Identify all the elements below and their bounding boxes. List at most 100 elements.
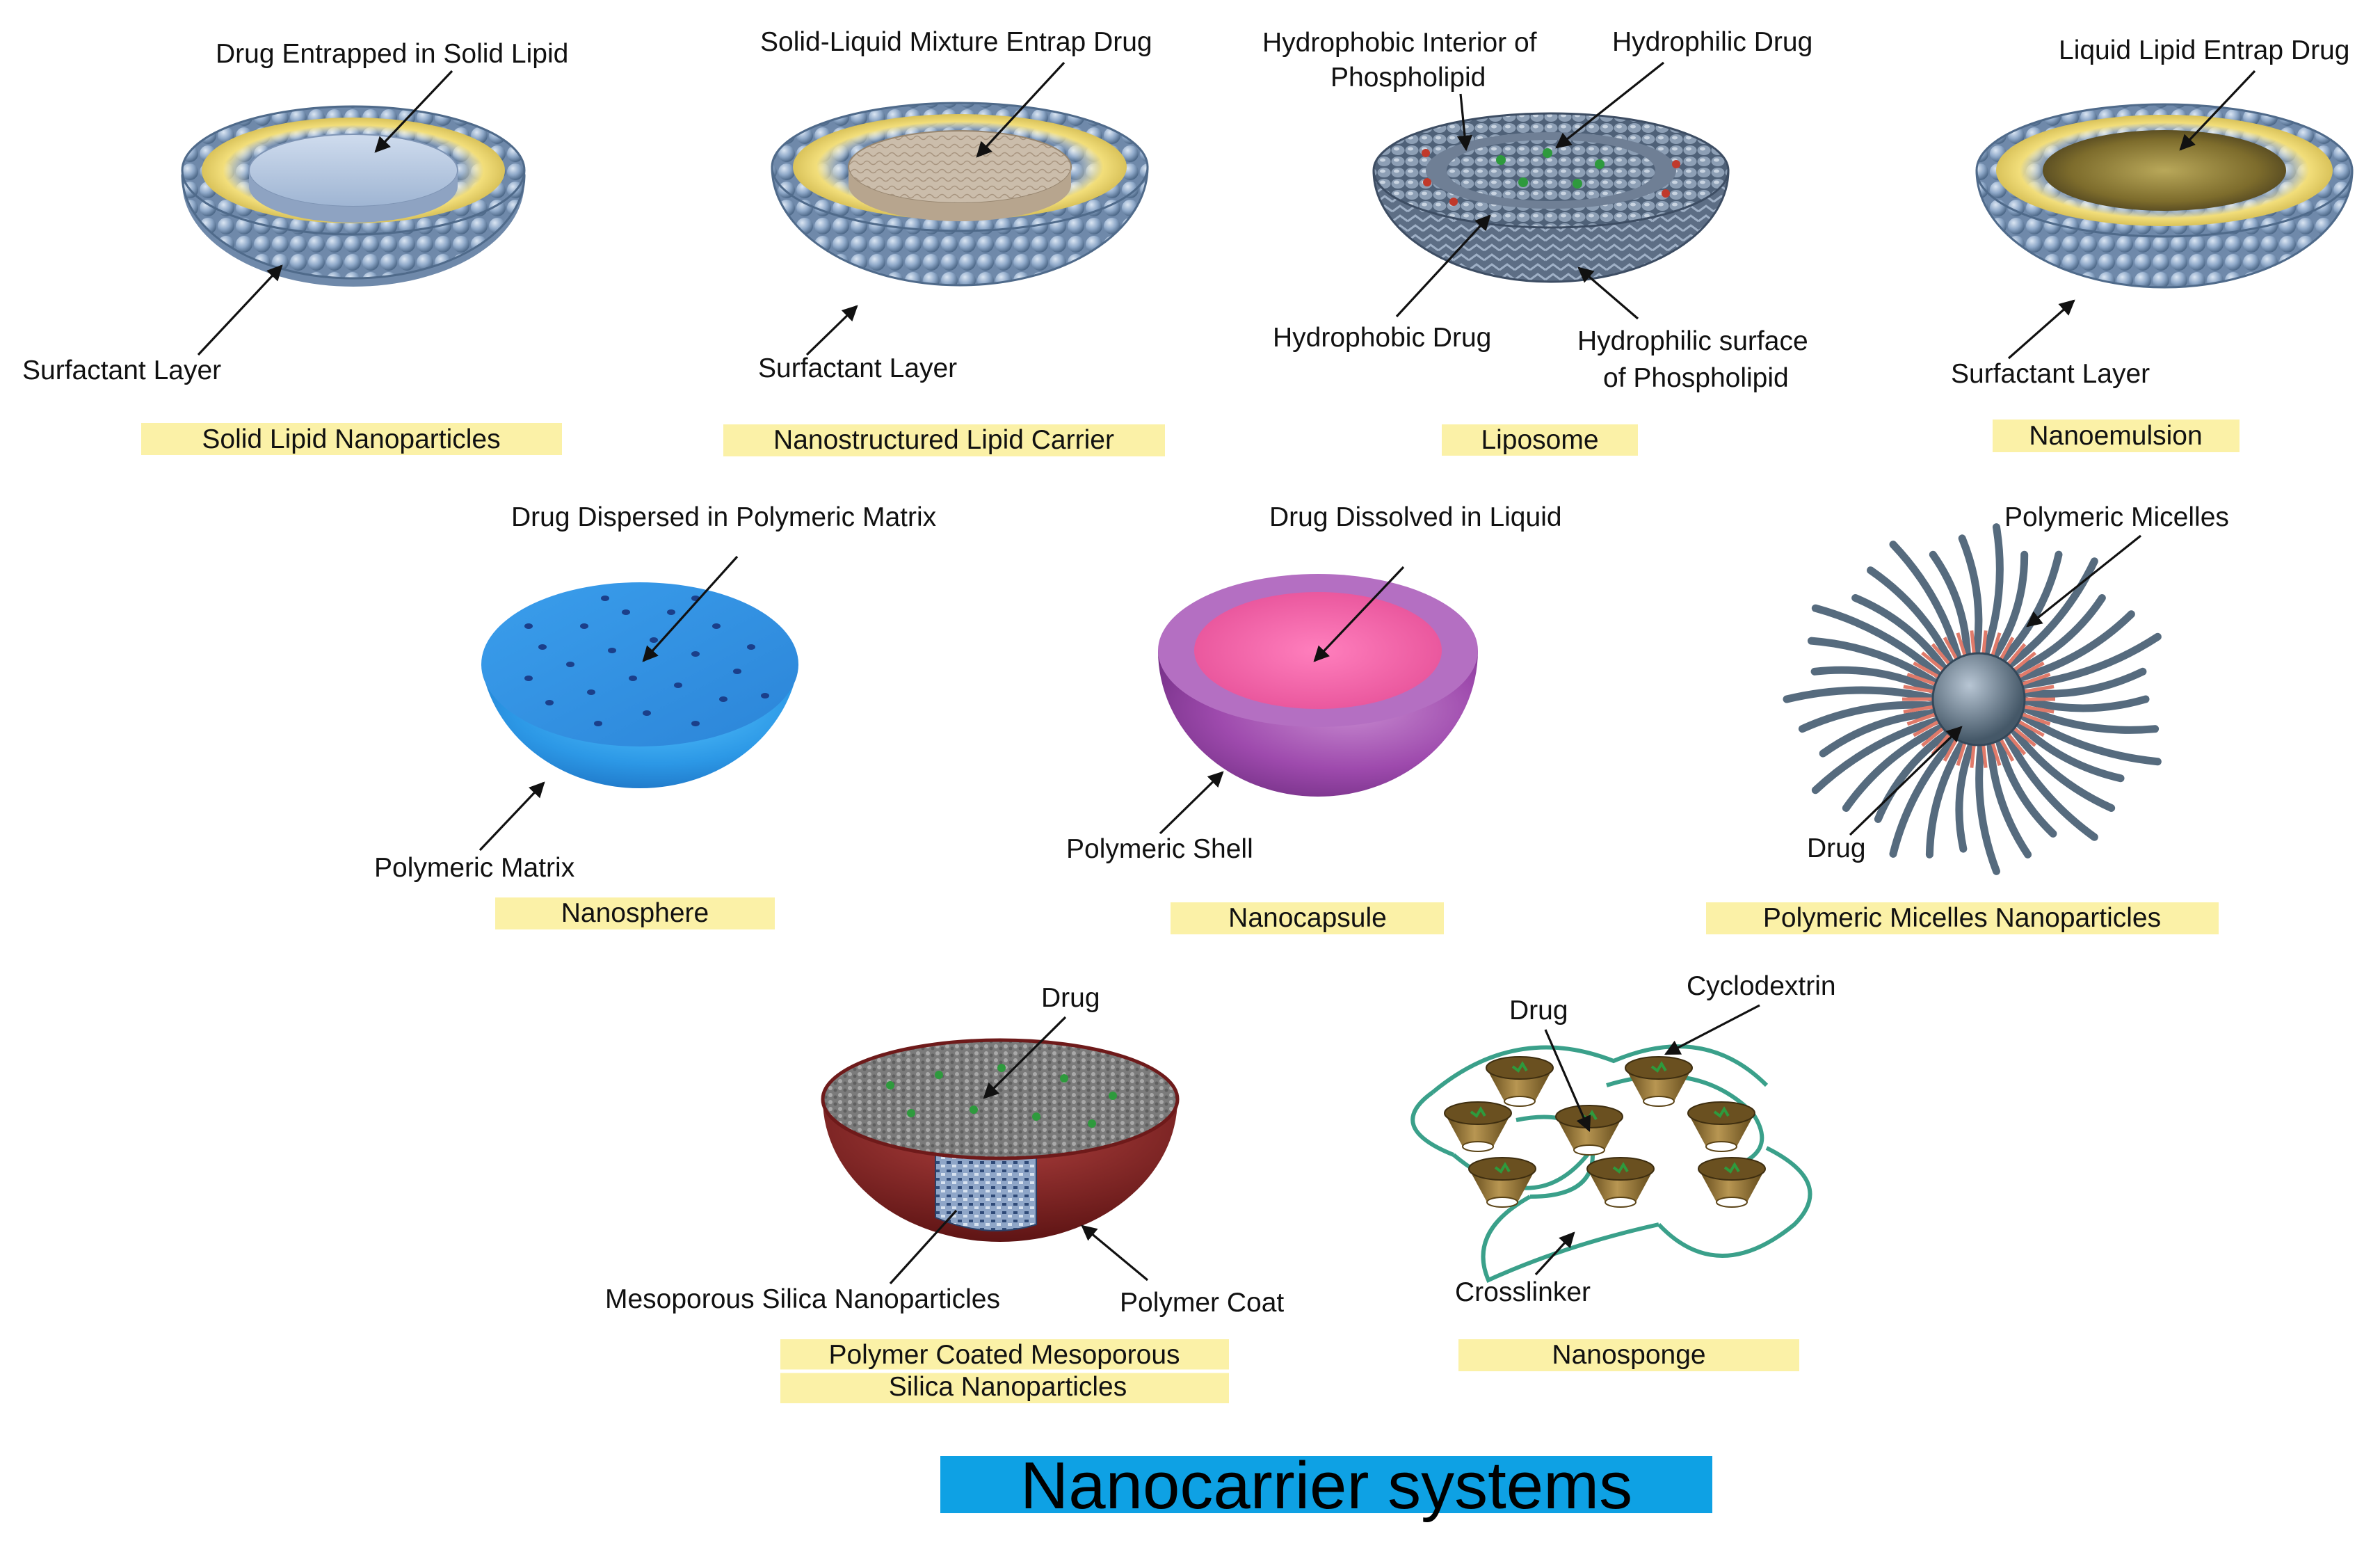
nanosphere-caption: Nanosphere xyxy=(561,898,709,928)
micelle-illustration xyxy=(1783,523,2162,875)
nanoemulsion-illustration xyxy=(1975,103,2354,289)
micelle-arm xyxy=(2010,610,2135,684)
micelle-arm xyxy=(2016,702,2160,734)
liposome-arrow-surface xyxy=(1577,266,1639,320)
silica-label-mesoporous: Mesoporous Silica Nanoparticles xyxy=(605,1284,1000,1314)
liposome-hydrophobic-drug-marks xyxy=(1422,149,1680,206)
nlc-illustration xyxy=(771,102,1149,287)
nanosponge-cyclodextrin-cups xyxy=(1444,1056,1766,1208)
micelle-arrow-drug xyxy=(1849,726,1963,836)
cyclodextrin-cup xyxy=(1586,1157,1655,1208)
micelle-arm xyxy=(1986,550,2029,667)
nanosponge-illustration xyxy=(1410,1044,1812,1284)
panel-nanosponge: Drug Cyclodextrin Crosslinker Nanosponge xyxy=(1410,971,1836,1371)
silica-caption-line-2: Silica Nanoparticles xyxy=(889,1372,1127,1402)
panel-nanosphere: Drug Dispersed in Polymeric Matrix Polym… xyxy=(374,502,937,929)
sln-label-surfactant-layer: Surfactant Layer xyxy=(22,356,221,385)
micelle-arm xyxy=(2013,632,2162,689)
micelle-arm-core-segment xyxy=(1903,685,1938,694)
micelle-arm xyxy=(1811,714,1947,795)
micelle-caption-highlight xyxy=(1706,902,2219,934)
micelle-arm-core-segment xyxy=(2019,704,2055,714)
title-banner: Nanocarrier systems xyxy=(940,1448,1712,1523)
liposome-arrow-hydrophilic xyxy=(1555,61,1664,149)
micelle-arm xyxy=(1807,637,1944,689)
nanoemulsion-label-surfactant-layer: Surfactant Layer xyxy=(1951,359,2150,389)
panel-liposome: Hydrophobic Interior of Phospholipid Hyd… xyxy=(1262,27,1812,456)
panel-polymer-coated-silica: Drug Mesoporous Silica Nanoparticles Pol… xyxy=(605,983,1284,1403)
silica-drug-dots xyxy=(886,1064,1117,1128)
silica-line-mesoporous xyxy=(889,1209,958,1285)
nanosponge-label-cyclodextrin: Cyclodextrin xyxy=(1687,971,1836,1001)
micelle-arm xyxy=(1979,523,2004,666)
micelle-arm xyxy=(1986,731,2032,859)
micelle-arm xyxy=(1867,566,1958,673)
nanosphere-illustration xyxy=(481,582,798,789)
micelle-arm xyxy=(2010,714,2125,783)
nlc-caption-highlight xyxy=(723,424,1165,456)
nanocapsule-arrow-shell xyxy=(1159,771,1224,835)
cyclodextrin-cup xyxy=(1687,1101,1755,1152)
nanosphere-label-polymeric-matrix: Polymeric Matrix xyxy=(374,853,575,883)
micelle-arm xyxy=(2013,709,2162,766)
panel-polymeric-micelles: Polymeric Micelles Drug Polymeric Micell… xyxy=(1706,502,2229,934)
nanosphere-label-drug-dispersed: Drug Dispersed in Polymeric Matrix xyxy=(511,502,937,532)
micelle-arm xyxy=(1798,701,1942,733)
nanosphere-arrow-matrix xyxy=(479,781,545,852)
liposome-label-hydrophobic-drug: Hydrophobic Drug xyxy=(1273,323,1491,353)
sln-arrow-surfactant xyxy=(197,264,283,356)
panel-nanocapsule: Drug Dissolved in Liquid Polymeric Shell… xyxy=(1066,502,1562,934)
nlc-arrow-surfactant xyxy=(805,305,858,356)
nanosphere-arrow-drug xyxy=(642,555,739,662)
nanosponge-arrow-crosslinker xyxy=(1534,1231,1575,1276)
nanocapsule-arrow-drug xyxy=(1313,566,1405,662)
micelle-arm xyxy=(2016,695,2150,712)
page-title: Nanocarrier systems xyxy=(1020,1448,1632,1523)
micelle-arm xyxy=(1925,731,1972,859)
micelle-arm xyxy=(1889,728,1964,858)
panel-nanostructured-lipid-carrier: Solid-Liquid Mixture Entrap Drug Surfact… xyxy=(723,27,1165,456)
micelle-arm xyxy=(1889,541,1964,670)
liposome-label-surface-1: Hydrophilic surface xyxy=(1577,326,1808,356)
panel-solid-lipid-nanoparticles: Drug Entrapped in Solid Lipid Surfactant… xyxy=(22,39,568,455)
liposome-label-interior-2: Phospholipid xyxy=(1330,63,1486,93)
liposome-caption-highlight xyxy=(1442,424,1638,456)
nanosponge-label-drug: Drug xyxy=(1509,996,1568,1025)
sln-caption: Solid Lipid Nanoparticles xyxy=(202,424,500,454)
nanosponge-caption: Nanosponge xyxy=(1552,1340,1705,1370)
liposome-arrow-hydrophobic xyxy=(1395,214,1491,318)
micelle-label-drug: Drug xyxy=(1807,833,1866,863)
micelle-caption: Polymeric Micelles Nanoparticles xyxy=(1763,903,2161,933)
nanosponge-arrow-cyclodextrin xyxy=(1664,1004,1760,1055)
silica-caption-line-1: Polymer Coated Mesoporous xyxy=(828,1340,1180,1370)
silica-label-drug: Drug xyxy=(1041,983,1100,1013)
liposome-hydrophilic-drug-dots xyxy=(1496,148,1605,189)
micelle-arm xyxy=(1955,733,1979,853)
nanocapsule-label-drug-dissolved: Drug Dissolved in Liquid xyxy=(1269,502,1562,532)
micelle-arrow-micelles xyxy=(2026,534,2141,628)
nlc-caption: Nanostructured Lipid Carrier xyxy=(773,425,1114,455)
nanoemulsion-caption-highlight xyxy=(1993,420,2240,452)
micelle-arm xyxy=(1819,709,1944,758)
nanoemulsion-label-liquid-lipid: Liquid Lipid Entrap Drug xyxy=(2059,35,2349,65)
liposome-label-interior-1: Hydrophobic Interior of xyxy=(1262,28,1537,58)
micelle-arm xyxy=(1842,720,1952,812)
silica-arrow-coat xyxy=(1081,1224,1149,1281)
cyclodextrin-cup xyxy=(1698,1157,1766,1208)
cyclodextrin-cup xyxy=(1468,1157,1536,1208)
micelle-arm xyxy=(2005,720,2116,812)
nanoemulsion-arrow-surfactant xyxy=(2007,299,2075,360)
sln-arrow-drug xyxy=(374,70,453,153)
micelle-arm xyxy=(1810,666,1942,696)
micelle-label-polymeric-micelles: Polymeric Micelles xyxy=(2004,502,2229,532)
liposome-illustration xyxy=(1372,112,1730,283)
nanosponge-caption-highlight xyxy=(1458,1339,1799,1371)
micelle-arm xyxy=(2000,557,2098,673)
nanocapsule-caption-highlight xyxy=(1171,902,1444,934)
cyclodextrin-cup xyxy=(1625,1056,1693,1107)
liposome-label-hydrophilic-drug: Hydrophilic Drug xyxy=(1612,27,1812,57)
micelle-arm-core-segment xyxy=(2019,685,2055,694)
nlc-label-solid-liquid-mixture: Solid-Liquid Mixture Entrap Drug xyxy=(760,27,1152,57)
micelle-arm xyxy=(1874,725,1958,823)
